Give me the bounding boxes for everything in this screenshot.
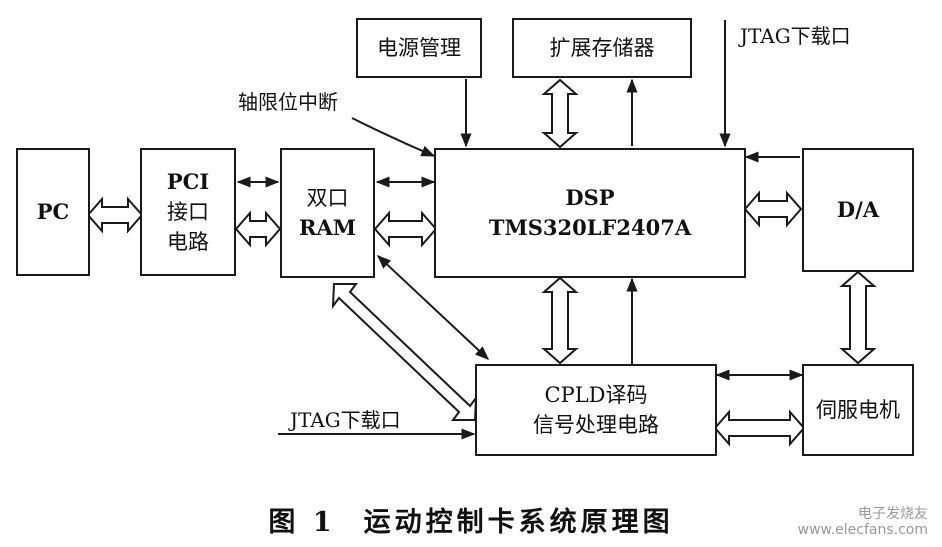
watermark-line1: 电子发烧友 <box>858 506 928 522</box>
dual-port-ram-block: 双口 RAM <box>280 148 375 278</box>
pci-label-line3: 电路 <box>167 230 209 254</box>
servo-motor-block: 伺服电机 <box>802 364 914 456</box>
pc-label: PC <box>36 199 70 224</box>
cpld-block: CPLD译码 信号处理电路 <box>475 364 717 456</box>
jtag-top-label: JTAG下载口 <box>740 24 851 48</box>
power-label: 电源管理 <box>377 36 461 60</box>
extended-memory-block: 扩展存储器 <box>512 18 692 78</box>
bus-arrow-pc-pci <box>86 196 144 234</box>
bus-arrow-ram-cpld <box>331 283 478 421</box>
pci-label-line1: PCI <box>166 169 210 194</box>
bus-arrow-ram-dsp <box>373 210 438 248</box>
bus-arrow-extmem-dsp <box>541 78 579 149</box>
bus-arrow-dsp-da <box>743 190 803 228</box>
bus-arrow-cpld-servo <box>713 409 806 447</box>
arrow-ram-cpld-control <box>376 255 490 360</box>
watermark: 电子发烧友 www.elecfans.com <box>798 506 928 538</box>
figure-number: 图 1 <box>268 507 336 538</box>
cpld-label-line2: 信号处理电路 <box>533 413 659 437</box>
power-management-block: 电源管理 <box>356 18 482 78</box>
dsp-label-line1: DSP <box>565 185 615 210</box>
cpld-label-line1: CPLD译码 <box>544 383 648 407</box>
pci-label-line2: 接口 <box>167 200 209 224</box>
dsp-block: DSP TMS320LF2407A <box>434 148 746 278</box>
axis-limit-interrupt-label: 轴限位中断 <box>238 90 338 114</box>
da-block: D/A <box>802 148 914 272</box>
arrow-axis-limit-interrupt <box>351 117 436 157</box>
figure-caption: 图 1 运动控制卡系统原理图 <box>0 500 942 539</box>
ext-mem-label: 扩展存储器 <box>549 36 655 60</box>
pci-interface-block: PCI 接口 电路 <box>140 148 236 276</box>
ram-label-line1: 双口 <box>306 186 349 210</box>
servo-label: 伺服电机 <box>816 398 900 422</box>
watermark-line2: www.elecfans.com <box>797 522 928 538</box>
figure-title: 运动控制卡系统原理图 <box>363 507 674 538</box>
bus-arrow-dsp-cpld <box>541 276 579 365</box>
pc-block: PC <box>16 148 90 276</box>
da-label: D/A <box>836 197 880 222</box>
bus-arrow-da-servo <box>839 270 877 365</box>
jtag-bottom-label: JTAG下载口 <box>290 408 401 432</box>
bus-arrow-pci-ram <box>234 210 282 248</box>
dsp-label-line2: TMS320LF2407A <box>488 215 692 240</box>
ram-label-line2: RAM <box>299 215 356 240</box>
